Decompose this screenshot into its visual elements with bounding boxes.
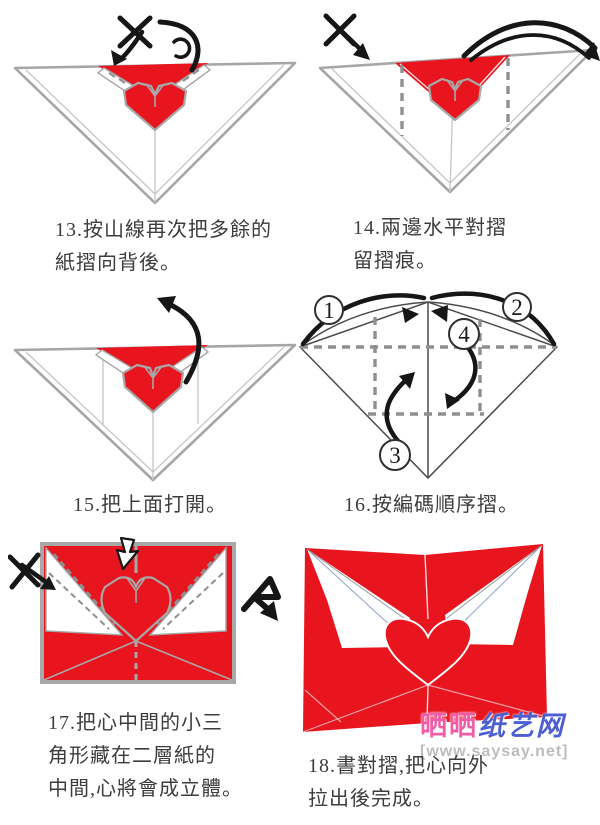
mountain-fold-x-icon [111, 15, 153, 66]
heart-shape [100, 576, 172, 643]
wing-crease [156, 553, 219, 625]
step-14-caption: 14.兩邊水平對摺 留摺痕。 [353, 212, 507, 278]
center-line [424, 554, 429, 724]
white-wing-left [45, 546, 124, 636]
step-15-diagram [13, 296, 297, 482]
caption-line: 中間,心將會成立體。 [48, 778, 243, 800]
mountain-fold-x-icon [323, 13, 370, 60]
caption-line: 拉出後完成。 [308, 788, 434, 810]
step-14-diagram [318, 13, 600, 194]
red-flap [98, 63, 208, 98]
caption-line: 15.把上面打開。 [73, 494, 227, 516]
caption-line: 13.按山線再次把多餘的 [55, 219, 272, 241]
wing-crease [307, 549, 409, 622]
step-17-caption: 17.把心中間的小三 角形藏在二層紙的 中間,心將會成立體。 [48, 707, 243, 806]
step-16-caption: 16.按編碼順序摺。 [344, 489, 519, 522]
caption-line: 角形藏在二層紙的 [48, 745, 216, 767]
mountain-fold-x-icon [8, 552, 56, 590]
fold-behind-arrow-icon [157, 19, 201, 73]
white-wing-right [148, 546, 227, 636]
heart-notch [145, 83, 165, 107]
fold-arrow-2 [429, 291, 557, 347]
watermark-brand-pink: 晒晒 [420, 711, 478, 741]
heart-notch [446, 79, 464, 101]
wing-crease [446, 545, 542, 619]
watermark-brand: 晒晒纸艺网 [420, 711, 598, 741]
svg-text:2: 2 [511, 295, 523, 320]
heart-notch [143, 365, 163, 389]
heart-notch [126, 577, 146, 603]
push-down-arrow-icon [115, 537, 140, 571]
wing-crease [53, 553, 116, 625]
fold-order-badge-1: 1 [314, 295, 344, 325]
fold-arrow-4 [445, 342, 478, 409]
svg-text:1: 1 [323, 298, 335, 323]
caption-line: 紙摺向背後。 [55, 252, 181, 274]
step-13-caption: 13.按山線再次把多餘的 紙摺向背後。 [55, 214, 272, 280]
step-16-diagram: 1 2 3 4 [298, 291, 559, 480]
fold-arrow-1 [300, 293, 427, 347]
caption-line: 14.兩邊水平對摺 [353, 217, 507, 239]
crease-lines [25, 346, 285, 480]
step-13-diagram [13, 15, 297, 205]
caption-line: 17.把心中間的小三 [48, 712, 223, 734]
step-18-caption: 18.書對摺,把心向外 拉出後完成。 [308, 750, 489, 816]
wing-crease [48, 572, 110, 630]
fold-ticks [108, 69, 200, 84]
watermark-brand-blue: 纸艺网 [478, 711, 565, 741]
step-18-diagram [302, 544, 548, 733]
fold-order-badge-3: 3 [379, 439, 411, 471]
watermark: 晒晒纸艺网 [www.saysay.net] [420, 711, 598, 763]
caption-line: 18.書對摺,把心向外 [308, 755, 489, 777]
fold-unfold-arrow-icon [461, 20, 600, 62]
watermark-url: [www.saysay.net] [420, 743, 569, 760]
caption-line: 16.按編碼順序摺。 [344, 494, 519, 516]
white-wing-right [445, 545, 542, 645]
open-up-arrow-icon [157, 296, 202, 385]
unfold-arrow-icon [241, 576, 281, 621]
white-wing-left [307, 549, 410, 648]
fold-arrow-3 [384, 372, 415, 444]
fold-order-badge-4: 4 [448, 318, 480, 350]
caption-line: 留摺痕。 [353, 250, 437, 272]
step-15-caption: 15.把上面打開。 [73, 489, 227, 522]
svg-text:3: 3 [389, 443, 401, 468]
fold-order-badge-2: 2 [502, 292, 532, 322]
red-flap [96, 345, 208, 380]
wing-crease [162, 572, 224, 630]
kite-edges [299, 301, 558, 478]
heart-shape [383, 617, 473, 687]
step-17-diagram [8, 537, 281, 684]
svg-text:4: 4 [458, 322, 470, 347]
